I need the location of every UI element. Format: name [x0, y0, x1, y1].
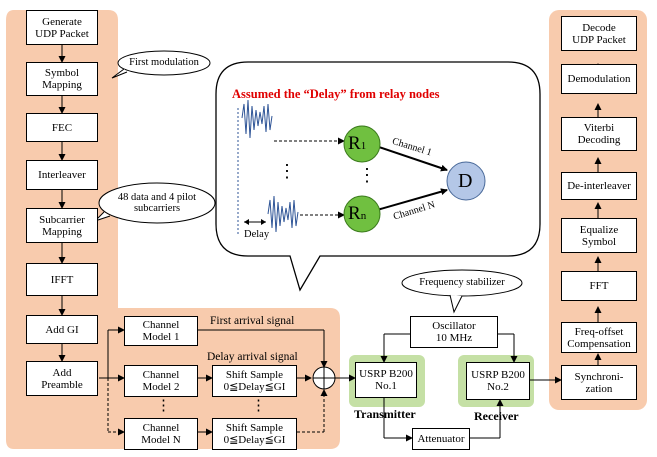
synchronization-box: Synchroni- zation [561, 365, 637, 400]
subcarrier-mapping-box: Subcarrier Mapping [26, 208, 98, 243]
first-modulation-callout [111, 50, 211, 79]
first-arrival-label: First arrival signal [210, 315, 295, 327]
symbol-mapping-box: Symbol Mapping [26, 62, 98, 96]
channel-model-n-box: Channel Model N [124, 418, 198, 450]
decode-udp-packet-box: Decode UDP Packet [561, 16, 637, 51]
subcarriers-label: 48 data and 4 pilot subcarriers [117, 192, 197, 214]
frequency-stabilizer-callout [401, 269, 523, 314]
channel-model-ellipsis: ⋮ [156, 398, 171, 414]
freq-offset-compensation-box: Freq-offset Compensation [561, 322, 637, 353]
shift-sample-n-box: Shift Sample 0≦Delay≦GI [212, 418, 297, 450]
frequency-stabilizer-label: Frequency stabilizer [419, 277, 505, 288]
relay-node-rn-label: Rn [348, 203, 367, 224]
channel-model-2-box: Channel Model 2 [124, 365, 198, 397]
relay-node-r1-label: R1 [348, 133, 367, 154]
deinterleaver-box: De-interleaver [561, 172, 637, 200]
generate-udp-packet-box: Generate UDP Packet [26, 10, 98, 45]
shift-sample-ellipsis: ⋮ [251, 398, 266, 414]
summing-junction [312, 366, 336, 390]
relay-node-r1 [343, 125, 381, 163]
attenuator-box: Attenuator [412, 428, 470, 450]
channel-model-1-box: Channel Model 1 [124, 316, 198, 346]
demodulation-box: Demodulation [561, 64, 637, 94]
oscillator-box: Oscillator 10 MHz [410, 316, 498, 348]
ifft-box: IFFT [26, 263, 98, 296]
fec-box: FEC [26, 113, 98, 142]
add-gi-box: Add GI [26, 315, 98, 344]
first-modulation-label: First modulation [129, 57, 199, 68]
relay-delay-bubble [215, 61, 541, 292]
shift-sample-2-box: Shift Sample 0≦Delay≦GI [212, 365, 297, 397]
relay-node-rn [343, 195, 381, 233]
usrp-b200-no1-box: USRP B200 No.1 [355, 362, 417, 398]
delay-label: Delay [244, 229, 270, 240]
relay-ellipsis: ⋮ [358, 165, 376, 185]
fft-box: FFT [561, 271, 637, 301]
relay-panel-title: Assumed the “Delay” from relay nodes [232, 87, 440, 101]
receiver-label: Receiver [474, 409, 519, 423]
viterbi-decoding-box: Viterbi Decoding [561, 117, 637, 151]
waveform-1 [241, 99, 273, 139]
usrp-b200-no2-box: USRP B200 No.2 [466, 362, 530, 400]
destination-node [446, 161, 486, 201]
transmitter-label: Transmitter [354, 407, 416, 421]
interleaver-box: Interleaver [26, 160, 98, 190]
subcarriers-callout [94, 182, 216, 224]
waveform-n [267, 195, 299, 233]
equalize-symbol-box: Equalize Symbol [561, 218, 637, 253]
destination-node-label: D [458, 170, 473, 192]
add-preamble-box: Add Preamble [26, 361, 98, 396]
delay-arrival-label: Delay arrival signal [207, 351, 298, 363]
waveform-ellipsis: ⋮ [278, 161, 296, 181]
